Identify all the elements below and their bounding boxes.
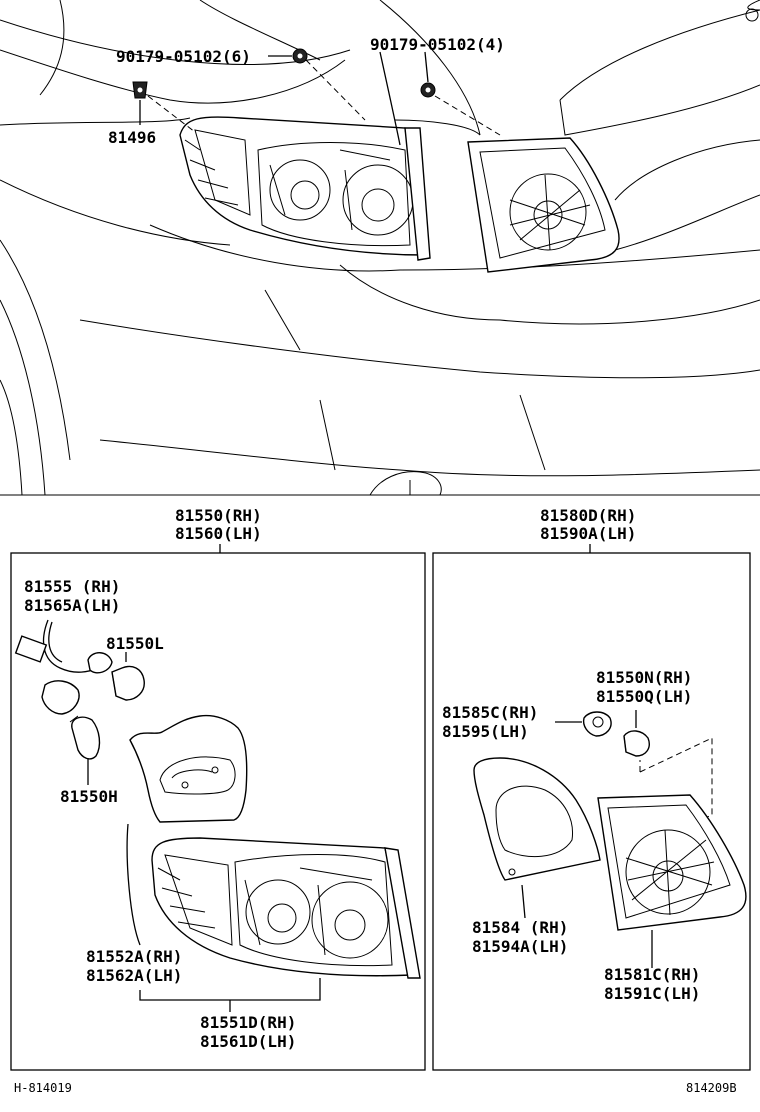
left-socket-harness bbox=[14, 619, 113, 715]
label-right-bulb-lh: 81550Q(LH) bbox=[596, 687, 692, 706]
right-box-frame bbox=[432, 552, 751, 1071]
footer-left-code: H-814019 bbox=[14, 1081, 72, 1095]
footer-right-code: 814209B bbox=[686, 1081, 737, 1095]
label-right-gasket-rh: 81584 (RH) bbox=[472, 918, 568, 937]
right-lens bbox=[597, 794, 747, 931]
label-right-gasket-lh: 81594A(LH) bbox=[472, 937, 568, 956]
top-rear-lamp-lid bbox=[467, 137, 620, 273]
label-left-socket-rh: 81555 (RH) bbox=[24, 577, 120, 596]
left-title-rh: 81550(RH) bbox=[175, 506, 262, 525]
left-title-lh: 81560(LH) bbox=[175, 524, 262, 543]
label-nut-left: 90179-05102(6) bbox=[116, 47, 251, 66]
label-left-gasket-lh: 81562A(LH) bbox=[86, 966, 182, 985]
label-left-lens-rh: 81551D(RH) bbox=[200, 1013, 296, 1032]
label-clip: 81496 bbox=[108, 128, 156, 147]
label-right-socket-lh: 81595(LH) bbox=[442, 722, 529, 741]
left-bulb-81550H bbox=[69, 715, 101, 760]
label-right-lens-rh: 81581C(RH) bbox=[604, 965, 700, 984]
nut-left bbox=[292, 48, 308, 64]
label-left-bulb-top: 81550L bbox=[106, 634, 164, 653]
label-right-socket-rh: 81585C(RH) bbox=[442, 703, 538, 722]
left-lens bbox=[151, 837, 421, 979]
right-gasket bbox=[473, 757, 601, 881]
clip-81496 bbox=[132, 81, 148, 99]
label-left-bulb-side: 81550H bbox=[60, 787, 118, 806]
nut-right bbox=[420, 82, 436, 98]
left-gasket bbox=[129, 714, 248, 823]
car-body-outline bbox=[0, 0, 760, 496]
right-title-rh: 81580D(RH) bbox=[540, 506, 636, 525]
right-bulb bbox=[623, 730, 650, 757]
label-left-gasket-rh: 81552A(RH) bbox=[86, 947, 182, 966]
label-left-lens-lh: 81561D(LH) bbox=[200, 1032, 296, 1051]
label-nut-right: 90179-05102(4) bbox=[370, 35, 505, 54]
left-box-frame bbox=[10, 552, 426, 1071]
top-combination-lamp bbox=[179, 116, 431, 261]
label-left-socket-lh: 81565A(LH) bbox=[24, 596, 120, 615]
right-socket bbox=[582, 711, 612, 737]
label-right-bulb-rh: 81550N(RH) bbox=[596, 668, 692, 687]
label-right-lens-lh: 81591C(LH) bbox=[604, 984, 700, 1003]
left-bulb-81550L bbox=[111, 665, 145, 701]
right-title-lh: 81590A(LH) bbox=[540, 524, 636, 543]
